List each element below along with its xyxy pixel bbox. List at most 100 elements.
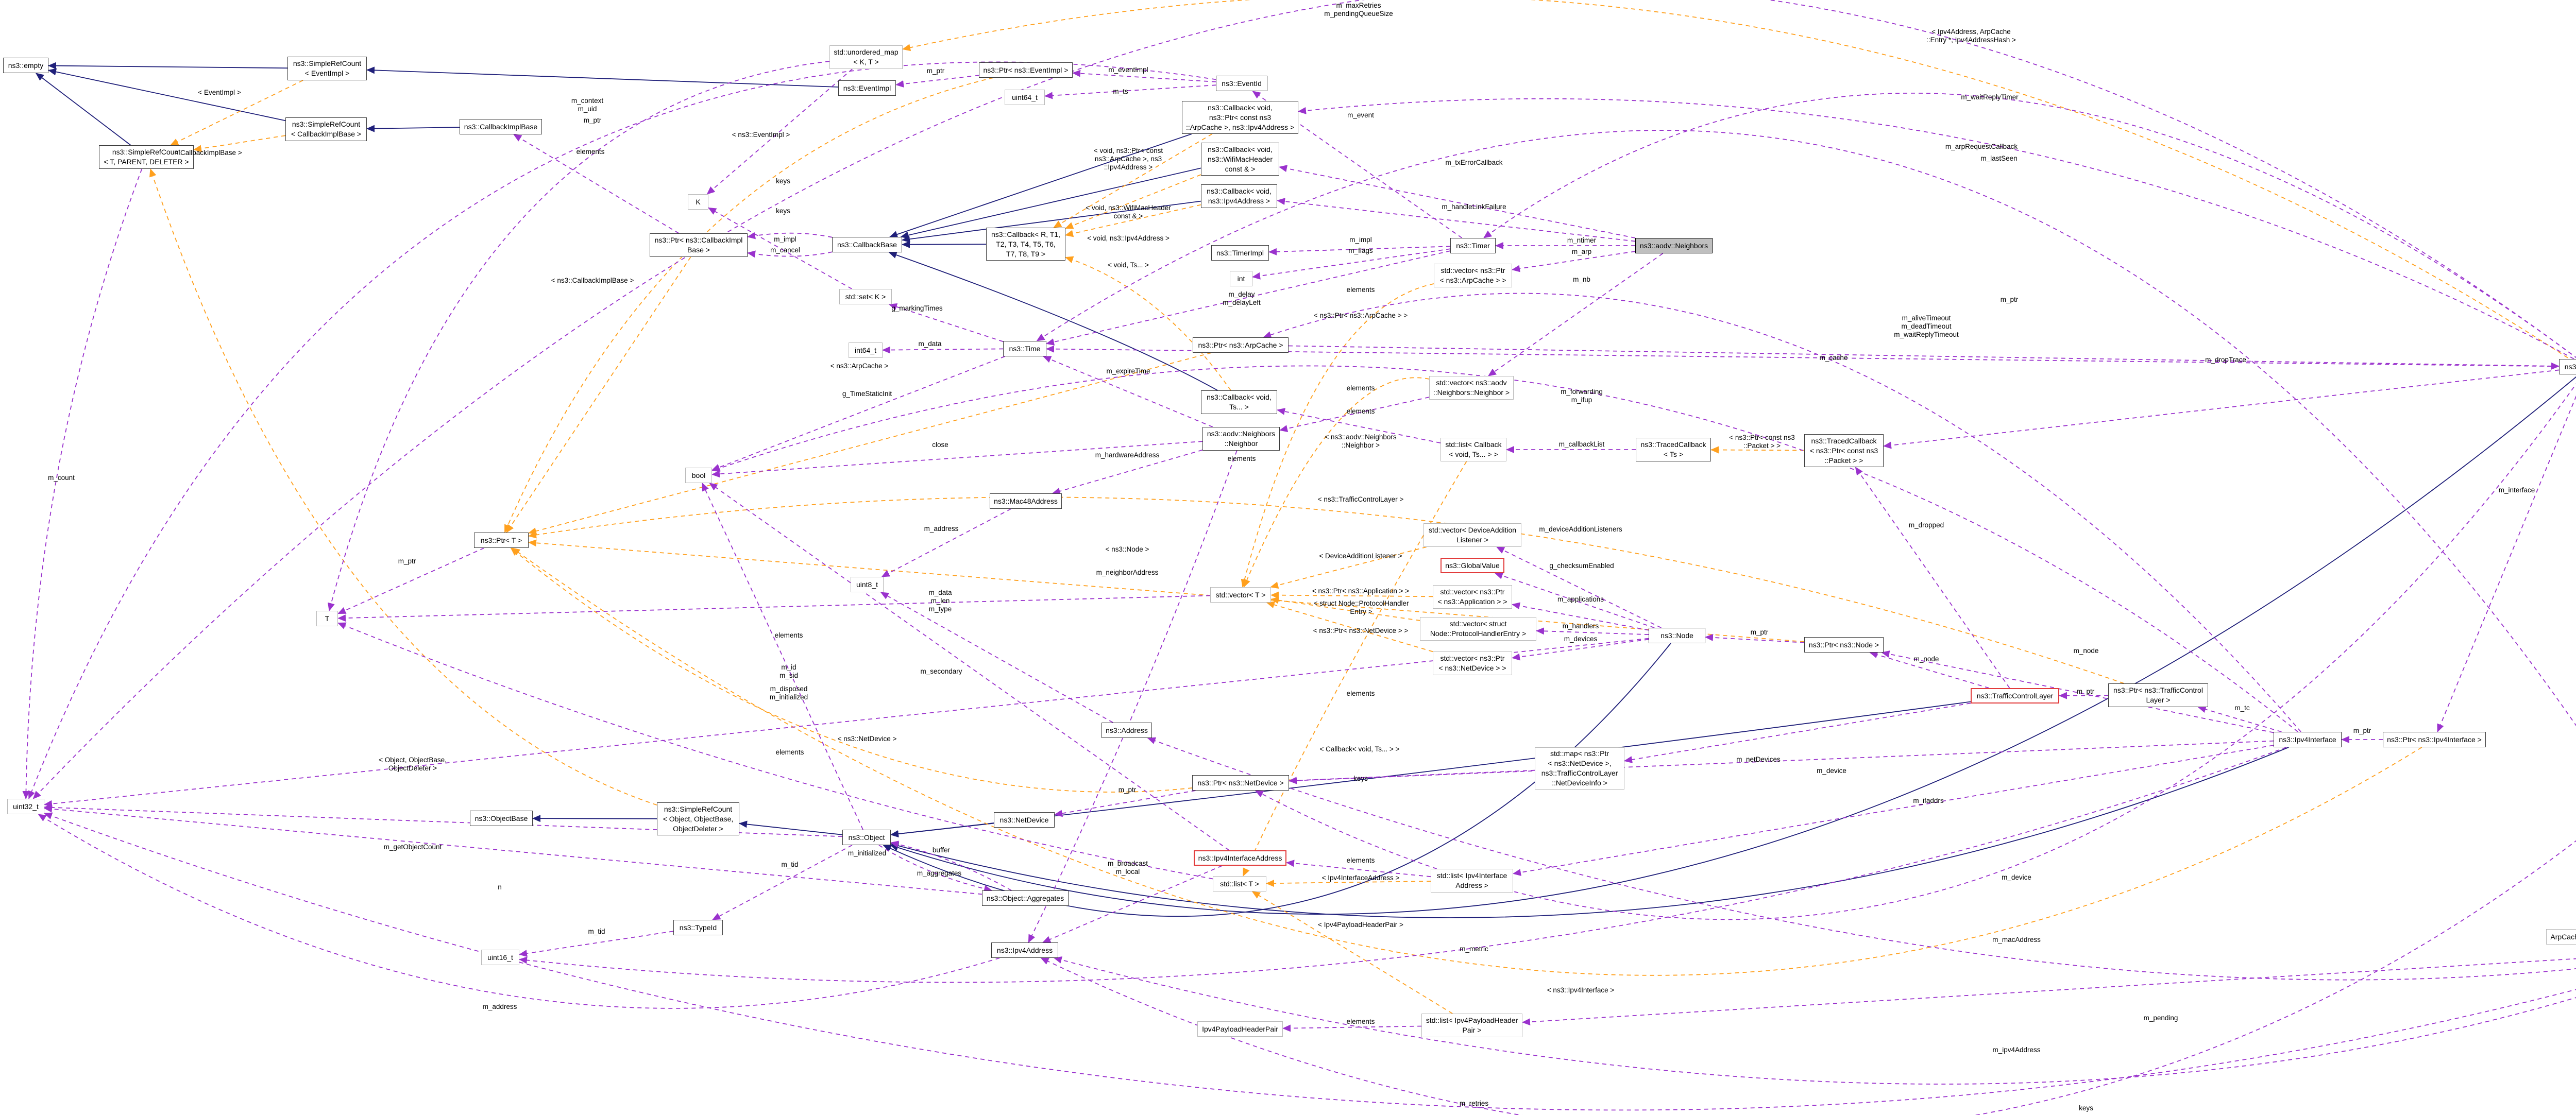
class-node-objectBase[interactable]: ns3::ObjectBase	[470, 811, 533, 826]
edge-node-to-vecDal	[1496, 546, 1662, 628]
class-node-typeId[interactable]: ns3::TypeId	[673, 920, 723, 935]
class-node-listCb[interactable]: std::list< Callback < void, Ts... > >	[1440, 438, 1506, 461]
class-node-vecT[interactable]: std::vector< T >	[1210, 587, 1271, 603]
class-node-srcEvent[interactable]: ns3::SimpleRefCount < EventImpl >	[287, 57, 367, 80]
class-node-neighbor[interactable]: ns3::aodv::Neighbors ::Neighbor	[1202, 427, 1280, 451]
edge-arpEntry-to-time	[1036, 130, 2576, 727]
edge-cbTs-to-callbackBase	[888, 251, 1218, 391]
class-node-vecApp[interactable]: std::vector< ns3::Ptr < ns3::Application…	[1433, 585, 1512, 609]
class-node-cbImplBase[interactable]: ns3::CallbackImplBase	[460, 119, 542, 134]
class-node-vecDal[interactable]: std::vector< DeviceAddition Listener >	[1423, 523, 1521, 547]
class-node-uint8[interactable]: uint8_t	[851, 577, 884, 592]
class-node-mac48[interactable]: ns3::Mac48Address	[990, 493, 1062, 509]
edge-listCb-to-listT	[1243, 461, 1467, 877]
class-node-object[interactable]: ns3::Object	[842, 830, 891, 845]
class-node-timer[interactable]: ns3::Timer	[1450, 238, 1496, 253]
class-node-vecNeighbor[interactable]: std::vector< ns3::aodv ::Neighbors::Neig…	[1429, 376, 1514, 400]
class-node-uint64[interactable]: uint64_t	[1005, 90, 1045, 105]
class-node-cbTs[interactable]: ns3::Callback< void, Ts... >	[1201, 390, 1277, 414]
class-node-aggregates[interactable]: ns3::Object::Aggregates	[982, 890, 1069, 906]
edge-srcTpd-to-empty	[35, 73, 131, 146]
edge-ipv4IfAddr-to-ipv4Addr	[1042, 865, 1223, 943]
class-node-callbackBase[interactable]: ns3::CallbackBase	[832, 237, 902, 252]
class-node-srcTpd[interactable]: ns3::SimpleRefCount < T, PARENT, DELETER…	[99, 145, 194, 169]
class-node-ipv4If[interactable]: ns3::Ipv4Interface	[2274, 732, 2342, 747]
class-node-setK[interactable]: std::set< K >	[839, 289, 892, 304]
class-node-tT[interactable]: T	[316, 611, 338, 626]
edge-listCb-to-cbTs	[1277, 408, 1441, 443]
class-node-listPayload[interactable]: std::list< Ipv4PayloadHeader Pair >	[1421, 1014, 1522, 1037]
class-node-intT[interactable]: int	[1230, 271, 1252, 286]
edge-ptrTcl-to-ptrT	[528, 496, 2124, 684]
edge-vecPh-to-vecT	[1270, 596, 1420, 621]
class-node-timerImpl[interactable]: ns3::TimerImpl	[1211, 245, 1269, 261]
class-node-ipv4IfAddr[interactable]: ns3::Ipv4InterfaceAddress	[1194, 850, 1286, 866]
class-node-eventId[interactable]: ns3::EventId	[1216, 76, 1267, 91]
edge-cbIpv4-to-callbackBase	[902, 200, 1201, 243]
class-node-time[interactable]: ns3::Time	[1003, 341, 1046, 356]
edge-neighbor-to-boolT	[711, 441, 1203, 478]
class-node-neighbors[interactable]: ns3::aodv::Neighbors	[1635, 238, 1713, 253]
class-node-vecPh[interactable]: std::vector< struct Node::ProtocolHandle…	[1420, 617, 1536, 641]
class-node-srcObj[interactable]: ns3::SimpleRefCount < Object, ObjectBase…	[657, 802, 739, 835]
class-node-ptrCbImpl[interactable]: ns3::Ptr< ns3::CallbackImpl Base >	[650, 233, 748, 257]
class-node-boolT[interactable]: bool	[685, 468, 712, 483]
class-node-uint32[interactable]: uint32_t	[7, 799, 44, 814]
class-node-ptrArpCache[interactable]: ns3::Ptr< ns3::ArpCache >	[1193, 337, 1289, 353]
class-node-cbIpv4[interactable]: ns3::Callback< void, ns3::Ipv4Address >	[1201, 184, 1277, 208]
edge-neighbor-to-mac48	[1052, 449, 1203, 495]
class-node-ptrEventImpl[interactable]: ns3::Ptr< ns3::EventImpl >	[979, 62, 1073, 78]
edge-node-to-vecNetDev	[1512, 639, 1649, 661]
class-node-address[interactable]: ns3::Address	[1101, 723, 1152, 738]
class-node-payloadPair[interactable]: Ipv4PayloadHeaderPair	[1197, 1021, 1283, 1037]
class-node-cbWifiMac[interactable]: ns3::Callback< void, ns3::WifiMacHeader …	[1201, 143, 1279, 176]
edge-callbackBase-to-ptrCbImpl	[747, 250, 833, 258]
class-node-callbackR[interactable]: ns3::Callback< R, T1, T2, T3, T4, T5, T6…	[986, 228, 1065, 261]
class-node-node[interactable]: ns3::Node	[1649, 628, 1705, 643]
edge-tcl-to-ptrNode	[1869, 651, 1989, 689]
edge-ipv4If-to-boolT	[711, 365, 2298, 732]
class-node-k[interactable]: K	[688, 194, 708, 210]
class-node-ptrNetDev[interactable]: ns3::Ptr< ns3::NetDevice >	[1192, 775, 1289, 791]
class-node-mapTcl[interactable]: std::map< ns3::Ptr < ns3::NetDevice >, n…	[1535, 747, 1624, 790]
edge-typeId-to-uint16	[519, 931, 674, 957]
edge-srcObj-to-objectBase	[532, 815, 657, 822]
class-node-ptrTcl[interactable]: ns3::Ptr< ns3::TrafficControl Layer >	[2108, 683, 2208, 707]
class-node-ipv4Addr[interactable]: ns3::Ipv4Address	[991, 942, 1058, 958]
class-node-tracedCbPkt[interactable]: ns3::TracedCallback < ns3::Ptr< const ns…	[1804, 434, 1884, 467]
edge-aggregates-to-object	[890, 840, 1012, 891]
class-node-listIfAddr[interactable]: std::list< Ipv4Interface Address >	[1431, 869, 1513, 893]
class-node-int64[interactable]: int64_t	[849, 342, 883, 358]
class-node-empty[interactable]: ns3::empty	[3, 58, 48, 73]
class-node-tcl[interactable]: ns3::TrafficControlLayer	[1971, 688, 2059, 704]
class-node-eventImpl[interactable]: ns3::EventImpl	[838, 80, 896, 96]
class-node-umapKT[interactable]: std::unordered_map < K, T >	[829, 45, 903, 69]
edge-vecDal-to-vecT	[1270, 546, 1427, 589]
class-node-ptrT[interactable]: ns3::Ptr< T >	[474, 533, 529, 548]
class-node-uint16[interactable]: uint16_t	[481, 950, 519, 965]
class-node-ptrNode[interactable]: ns3::Ptr< ns3::Node >	[1804, 637, 1884, 653]
class-node-vecArpCache[interactable]: std::vector< ns3::Ptr < ns3::ArpCache > …	[1434, 264, 1512, 287]
class-node-arpCache[interactable]: ns3::ArpCache	[2559, 359, 2576, 374]
class-node-arpState[interactable]: ArpCacheEntryState_e	[2546, 929, 2576, 945]
edge-arpEntry-to-address	[1147, 737, 2576, 981]
edge-tcl-to-tracedCbPkt	[1855, 467, 2010, 689]
edge-ptrIpv4If-to-ptrT	[512, 547, 2422, 976]
edge-umapKT-to-k	[706, 68, 853, 195]
edge-neighbor-to-ipv4Addr	[1028, 450, 1238, 943]
edge-tcl-to-mapTcl	[1624, 702, 1971, 763]
class-node-vecNetDev[interactable]: std::vector< ns3::Ptr < ns3::NetDevice >…	[1433, 651, 1512, 675]
edge-eventId-to-uint32	[28, 61, 1216, 799]
edge-cbTs-to-callbackR	[1065, 256, 1231, 391]
class-node-tracedCbTs[interactable]: ns3::TracedCallback < Ts >	[1636, 438, 1711, 461]
class-node-cbArpIpv4[interactable]: ns3::Callback< void, ns3::Ptr< const ns3…	[1182, 101, 1298, 134]
edge-arpEntry-to-uint32	[44, 812, 2576, 1111]
class-node-globalValue[interactable]: ns3::GlobalValue	[1440, 558, 1504, 573]
class-node-netDevice[interactable]: ns3::NetDevice	[994, 812, 1055, 828]
class-node-listT[interactable]: std::list< T >	[1213, 876, 1266, 891]
class-node-srcCb[interactable]: ns3::SimpleRefCount < CallbackImplBase >	[285, 117, 367, 141]
class-node-ptrIpv4If[interactable]: ns3::Ptr< ns3::Ipv4Interface >	[2383, 732, 2486, 747]
edge-address-to-uint8	[880, 592, 1113, 723]
